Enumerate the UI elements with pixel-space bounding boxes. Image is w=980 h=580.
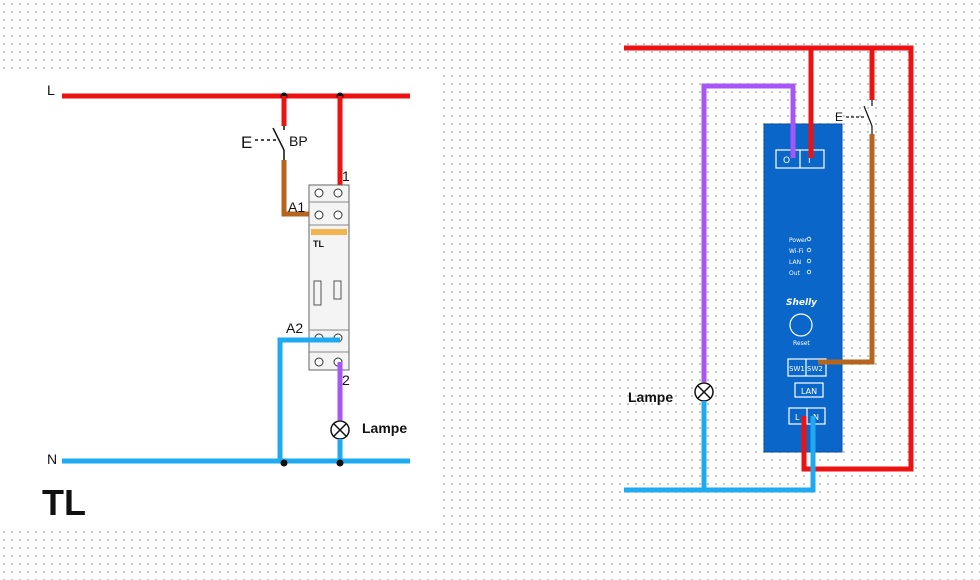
shelly-diagram: O I Power Wi-Fi LAN Out Shelly Reset SW1… bbox=[624, 45, 914, 493]
switch-wire bbox=[818, 134, 875, 365]
relay-stripe bbox=[311, 229, 347, 235]
left-panel-background bbox=[0, 70, 440, 525]
lamp-label: Lampe bbox=[628, 389, 673, 405]
neutral-wire-a2 bbox=[277, 337, 340, 461]
a2-label: A2 bbox=[286, 320, 303, 336]
shelly-reset-label: Reset bbox=[793, 340, 810, 347]
shelly-terminal-n: N bbox=[813, 413, 819, 422]
teleruptor-diagram: E BP TL 1 2 A1 A2 bbox=[0, 70, 440, 525]
shelly-led-out: Out bbox=[789, 270, 801, 277]
phase-wire bbox=[624, 45, 914, 472]
lamp-symbol bbox=[694, 382, 714, 402]
terminal-1-label: 1 bbox=[342, 168, 350, 184]
shelly-terminal-o: O bbox=[783, 156, 790, 166]
diagram-title: TL bbox=[42, 482, 86, 523]
pushbutton-symbol-letter: E bbox=[241, 133, 252, 152]
line-n-label: N bbox=[47, 451, 57, 467]
shelly-led-power: Power bbox=[789, 237, 808, 244]
junction-dot bbox=[336, 459, 344, 467]
lamp-symbol bbox=[330, 420, 350, 440]
relay-label: TL bbox=[313, 239, 324, 249]
pushbutton-label: BP bbox=[289, 133, 308, 149]
switch-symbol-letter: E bbox=[835, 110, 843, 124]
shelly-terminal-l: L bbox=[795, 413, 800, 422]
shelly-led-lan: LAN bbox=[789, 259, 801, 266]
neutral-wire bbox=[624, 416, 816, 493]
shelly-brand: Shelly bbox=[786, 298, 818, 308]
pushbutton-symbol bbox=[255, 126, 285, 160]
shelly-sw2: SW2 bbox=[807, 365, 823, 373]
shelly-terminal-i: I bbox=[808, 156, 811, 166]
shelly-lan-port: LAN bbox=[801, 387, 817, 396]
terminal-2-label: 2 bbox=[342, 372, 350, 388]
lamp-label: Lampe bbox=[362, 420, 407, 436]
reset-button bbox=[789, 313, 813, 337]
shelly-led-wifi: Wi-Fi bbox=[789, 248, 804, 255]
line-l-label: L bbox=[47, 82, 55, 98]
a1-label: A1 bbox=[288, 199, 305, 215]
junction-dot bbox=[280, 459, 288, 467]
lamp-wire bbox=[701, 83, 796, 382]
shelly-module bbox=[763, 123, 843, 453]
switch-symbol bbox=[846, 100, 873, 134]
shelly-sw1: SW1 bbox=[789, 365, 805, 373]
